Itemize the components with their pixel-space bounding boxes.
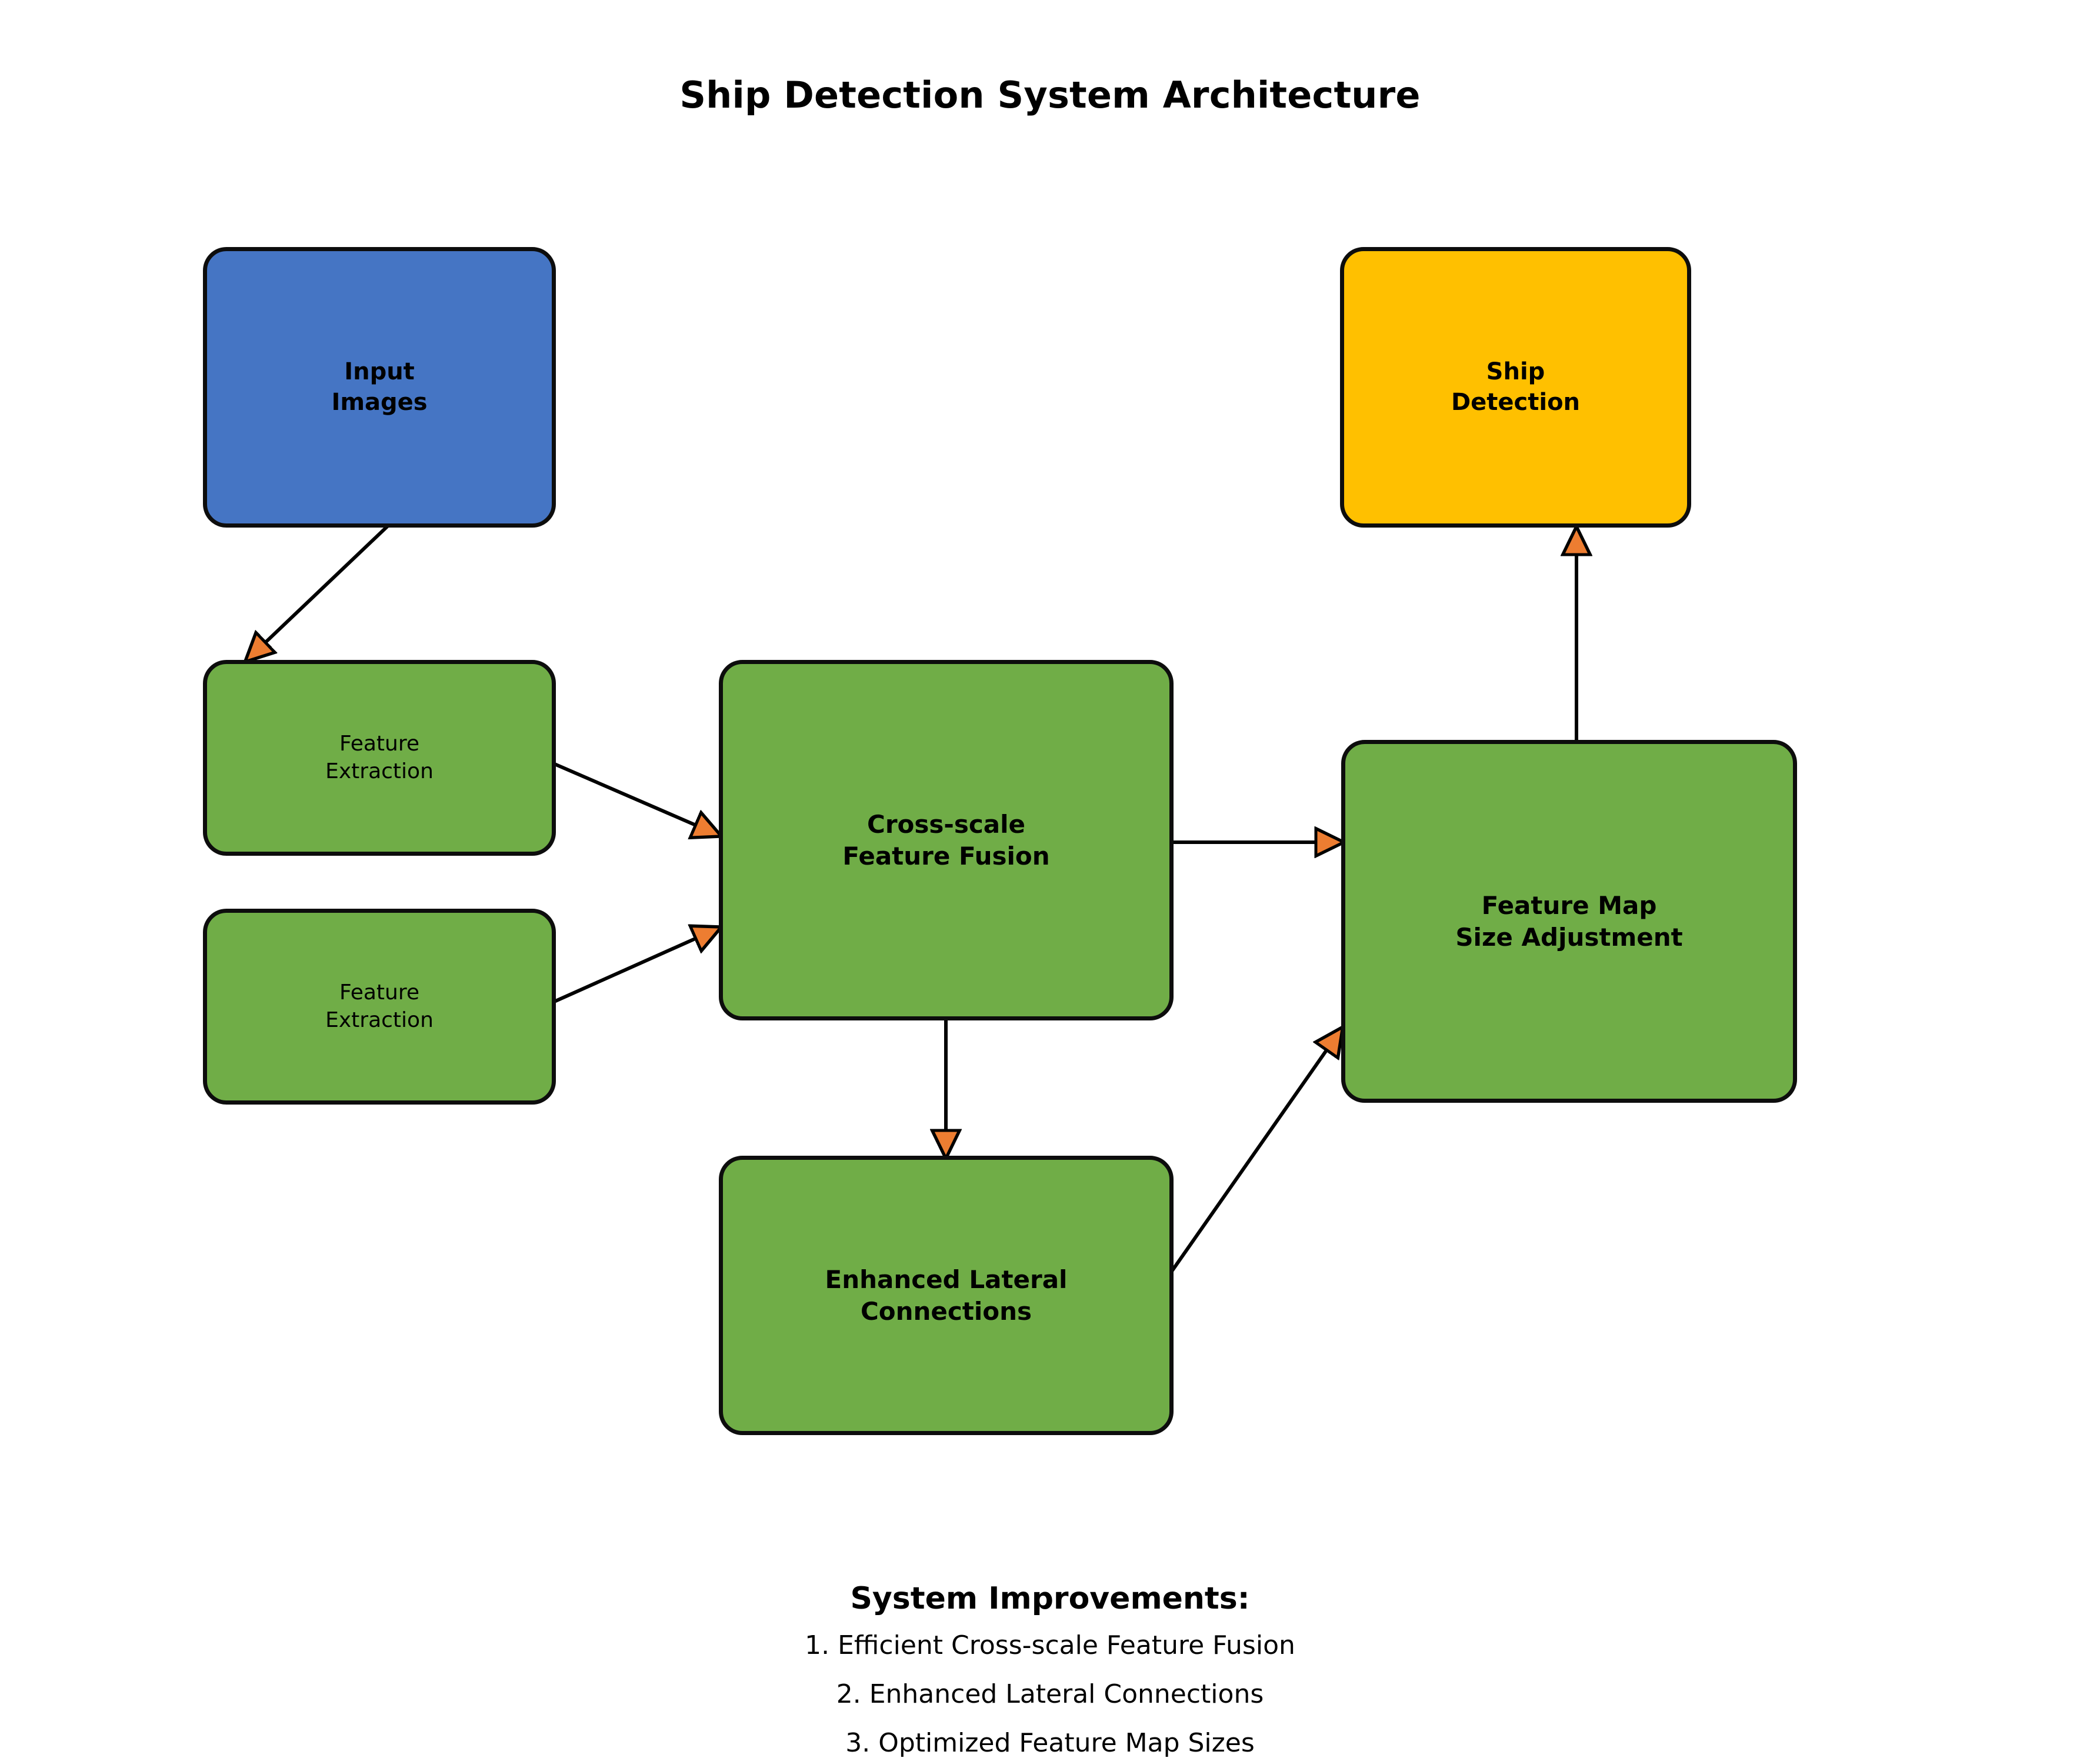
node-feature-map-size-adjustment-label: Feature Map Size Adjustment <box>1455 890 1683 952</box>
node-feature-extraction-1-label: Feature Extraction <box>325 732 434 783</box>
node-feature-extraction-2-label: Feature Extraction <box>325 980 434 1032</box>
node-cross-scale-fusion-label: Cross-scale Feature Fusion <box>842 809 1050 870</box>
edge-feature-extraction-1-to-fusion <box>541 757 719 835</box>
system-improvement-item-3: 3. Optimized Feature Map Sizes <box>845 1728 1255 1758</box>
edge-enhanced-lateral-to-feature-map-size <box>1158 1029 1341 1289</box>
page-title: Ship Detection System Architecture <box>679 74 1421 116</box>
system-improvements-heading: System Improvements: <box>850 1581 1250 1616</box>
system-improvement-item-2: 2. Enhanced Lateral Connections <box>836 1679 1264 1709</box>
node-enhanced-lateral-connections[interactable]: Enhanced Lateral Connections <box>719 1156 1174 1435</box>
node-feature-extraction-1[interactable]: Feature Extraction <box>203 660 556 856</box>
node-cross-scale-fusion[interactable]: Cross-scale Feature Fusion <box>719 660 1174 1020</box>
node-feature-map-size-adjustment[interactable]: Feature Map Size Adjustment <box>1341 740 1797 1103</box>
node-feature-extraction-2[interactable]: Feature Extraction <box>203 909 556 1105</box>
node-input-images[interactable]: Input Images <box>203 247 556 528</box>
node-enhanced-lateral-connections-label: Enhanced Lateral Connections <box>825 1265 1068 1326</box>
system-improvement-item-1: 1. Efficient Cross-scale Feature Fusion <box>805 1630 1295 1660</box>
node-ship-detection[interactable]: Ship Detection <box>1340 247 1691 528</box>
edge-feature-extraction-2-to-fusion <box>541 928 719 1009</box>
node-ship-detection-label: Ship Detection <box>1451 358 1581 416</box>
node-input-images-label: Input Images <box>331 358 428 416</box>
